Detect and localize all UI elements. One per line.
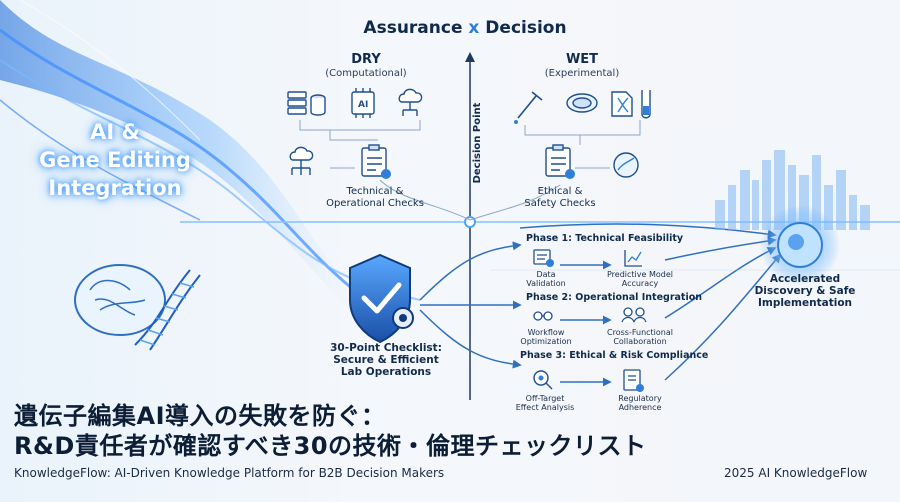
ai-chip-icon: AI — [351, 88, 375, 118]
footer-copyright: 2025 AI KnowledgeFlow — [724, 466, 868, 480]
workflow-icon — [533, 311, 553, 321]
phase-3-title: Phase 3: Ethical & Risk Compliance — [520, 350, 709, 361]
clipboard-check-icon — [361, 144, 391, 179]
brain-dna-icon — [74, 264, 201, 351]
magnifier-target-icon — [533, 370, 553, 390]
phase-1-item-1: Data Validation — [526, 270, 566, 288]
wet-subtitle: (Experimental) — [544, 68, 620, 79]
petri-dish-icon — [566, 93, 598, 113]
data-validation-icon — [533, 249, 554, 267]
phase-1-title: Phase 1: Technical Feasibility — [526, 233, 684, 244]
document-dna-icon — [611, 91, 633, 117]
headline-line-1: 遺伝子編集AI導入の失敗を防ぐ： — [14, 402, 386, 430]
cloud-hierarchy-icon — [289, 146, 314, 175]
phase-1-item-2: Predictive Model Accuracy — [607, 270, 673, 288]
cell-gene-icon — [613, 152, 639, 178]
checklist-label: 30-Point Checklist: Secure & Efficient L… — [330, 342, 442, 378]
phase-3-item-2: Regulatory Adherence — [618, 394, 662, 412]
main-title: Assurance x Decision — [350, 18, 580, 38]
pipette-icon — [514, 91, 543, 124]
decision-point-label: Decision Point — [472, 102, 483, 184]
wet-title: WET — [565, 52, 599, 67]
hero-title: AI & Gene Editing Integration — [39, 120, 191, 200]
dry-title: DRY — [351, 52, 381, 67]
phase-2-title: Phase 2: Operational Integration — [526, 292, 703, 303]
test-tube-icon — [641, 90, 651, 119]
phase-3-item-1: Off-Target Effect Analysis — [515, 394, 575, 412]
title-decision: Decision — [485, 18, 567, 38]
axis-arrow-icon — [465, 52, 475, 62]
wet-checks-label: Ethical & Safety Checks — [524, 186, 596, 209]
title-assurance: Assurance — [363, 18, 463, 38]
shield-check-icon — [349, 253, 411, 344]
blue-wave — [0, 0, 421, 320]
cloud-network-icon — [398, 88, 423, 116]
dry-connectors — [299, 120, 471, 221]
dry-subtitle: (Computational) — [325, 68, 407, 79]
wet-connectors — [469, 120, 641, 221]
gear-icon — [392, 307, 414, 329]
svg-text:AI: AI — [358, 100, 368, 110]
wet-clipboard-icon — [545, 144, 575, 179]
title-x: x — [468, 18, 480, 38]
server-database-icon — [287, 91, 326, 116]
collaboration-icon — [621, 307, 647, 323]
dry-checks-label: Technical & Operational Checks — [326, 186, 424, 209]
city-skyline — [715, 150, 870, 230]
footer-tagline: KnowledgeFlow: AI-Driven Knowledge Platf… — [14, 466, 445, 480]
regulatory-doc-icon — [623, 369, 644, 392]
outcome-label: Accelerated Discovery & Safe Implementat… — [754, 273, 856, 309]
chart-trend-icon — [624, 250, 642, 267]
phase-2-item-1: Workflow Optimization — [520, 328, 572, 346]
phase-2-item-2: Cross-Functional Collaboration — [607, 328, 673, 346]
headline-line-2: R&D責任者が確認すべき30の技術・倫理チェックリスト — [14, 432, 647, 460]
